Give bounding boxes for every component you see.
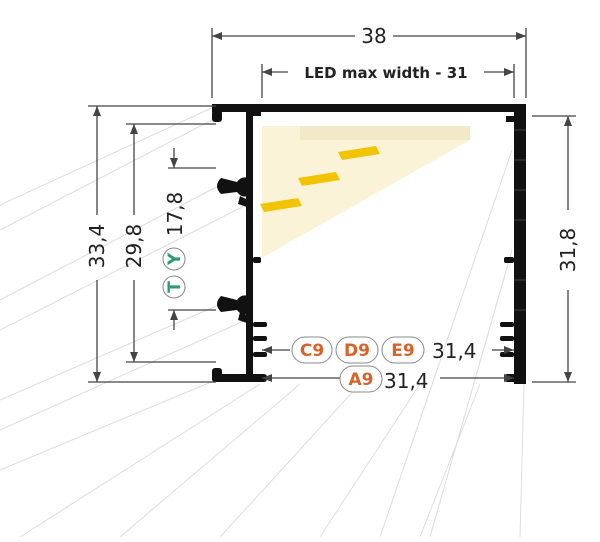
aluminium-profile xyxy=(212,104,526,384)
led-chip xyxy=(338,146,380,160)
svg-text:T: T xyxy=(165,281,185,293)
svg-text:D9: D9 xyxy=(344,341,370,361)
badge-y: Y xyxy=(162,247,186,271)
svg-text:C9: C9 xyxy=(300,341,324,361)
upper-inner-width-label: 31,4 xyxy=(432,339,477,363)
right-height-label: 31,8 xyxy=(556,228,580,273)
svg-text:A9: A9 xyxy=(349,370,374,390)
total-width-label: 38 xyxy=(361,24,386,48)
badge-e9: E9 xyxy=(381,336,425,364)
dimension-lines xyxy=(88,28,576,383)
badge-t: T xyxy=(162,275,186,299)
inner-height-label: 29,8 xyxy=(122,224,146,269)
badge-d9: D9 xyxy=(335,336,379,364)
svg-text:Y: Y xyxy=(165,252,185,266)
led-glow xyxy=(262,126,470,258)
right-wall-ribbing xyxy=(514,129,526,311)
extrusion-lines xyxy=(0,105,525,538)
svg-text:E9: E9 xyxy=(391,341,414,361)
led-max-width-label: LED max width - 31 xyxy=(304,64,467,82)
lower-inner-width-label: 31,4 xyxy=(384,369,429,393)
channel-height-label: 17,8 xyxy=(163,192,187,237)
total-height-label: 33,4 xyxy=(85,224,109,269)
led-chips xyxy=(260,146,380,212)
led-chip xyxy=(298,172,340,186)
arrowheads xyxy=(93,32,572,382)
badge-a9: A9 xyxy=(339,365,383,393)
badge-c9: C9 xyxy=(291,336,333,364)
led-chip xyxy=(260,198,302,212)
led-strip-top-shade xyxy=(300,126,470,140)
